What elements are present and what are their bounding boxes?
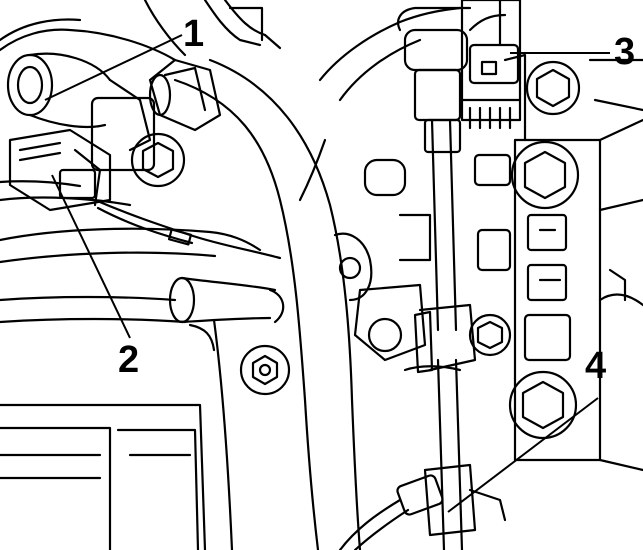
casting-bolt <box>239 344 291 396</box>
connector-3 <box>460 0 522 130</box>
wire-2 <box>93 198 282 260</box>
callout-3: 3 <box>614 31 635 73</box>
callout-1: 1 <box>183 13 204 55</box>
small-fittings <box>363 153 512 272</box>
bolt-sensor <box>130 132 186 188</box>
connector-2 <box>8 128 112 212</box>
rod-mount <box>353 283 512 374</box>
leader-line-4 <box>447 397 599 513</box>
sensor-assembly-1 <box>0 18 177 172</box>
bolt-top-right <box>525 60 581 116</box>
pipe-stub <box>168 276 285 324</box>
leader-lines <box>44 34 610 513</box>
bracket-assembly <box>503 53 643 472</box>
center-rod <box>397 6 507 550</box>
bolt-upper <box>510 140 580 210</box>
hose-bolt <box>333 232 373 302</box>
callout-2: 2 <box>118 339 139 381</box>
sensor-4 <box>338 463 507 550</box>
callout-4: 4 <box>585 345 606 387</box>
leader-line-1 <box>44 34 183 101</box>
large-hose <box>173 6 462 550</box>
leader-line-2 <box>51 174 131 339</box>
bolt-lower <box>508 370 578 440</box>
top-pipe <box>143 0 282 57</box>
